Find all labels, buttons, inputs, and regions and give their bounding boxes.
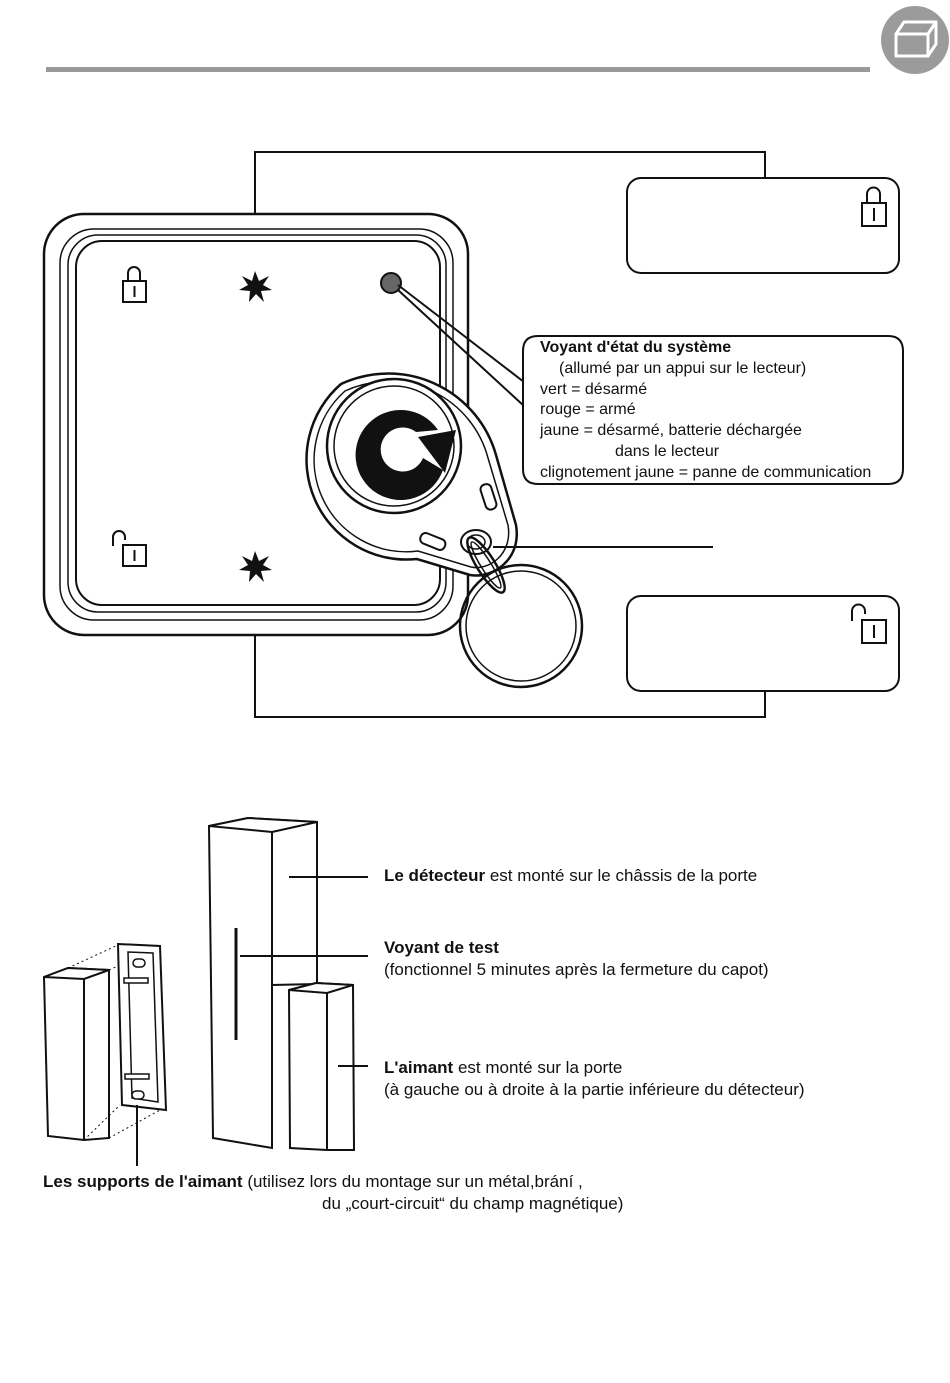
padlock-locked-icon <box>861 186 887 227</box>
status-led-line-yellow-cont: dans le lecteur <box>615 443 720 460</box>
status-led-line-red: rouge = armé <box>540 401 636 418</box>
brand-logo-icon <box>355 409 456 500</box>
disarm-touch-star-icon <box>239 551 272 582</box>
disarmed-state-box <box>626 595 900 692</box>
magnet-bracket <box>116 942 168 1112</box>
padlock-locked-icon <box>122 266 147 303</box>
header-rule <box>46 67 870 72</box>
magnet-caption-desc: (à gauche ou à droite à la partie inféri… <box>384 1080 805 1099</box>
led-pointer-upper <box>397 284 525 383</box>
padlock-unlocked-icon <box>112 530 147 567</box>
armed-state-box <box>626 177 900 274</box>
arm-touch-star-icon <box>239 271 272 302</box>
status-led-line-blinking: clignotement jaune = panne de communicat… <box>540 464 872 481</box>
status-led <box>380 272 402 294</box>
status-led-line-yellow: jaune = désarmé, batterie déchargée <box>540 422 802 439</box>
magnet-caption: L'aimant est monté sur la porte <box>384 1058 623 1077</box>
status-led-line-green: vert = désarmé <box>540 381 648 398</box>
key-ring <box>458 536 584 689</box>
test-led-caption-desc: (fonctionnel 5 minutes après la fermetur… <box>384 960 769 979</box>
led-pointer-lower <box>397 289 525 407</box>
leader-disarm <box>254 566 766 718</box>
test-led-caption-title: Voyant de test <box>384 938 499 957</box>
status-led-callout <box>522 335 904 485</box>
detector-caption: Le détecteur est monté sur le châssis de… <box>384 866 758 885</box>
padlock-unlocked-icon <box>851 603 887 644</box>
status-led-subtitle: (allumé par un appui sur le lecteur) <box>559 360 807 377</box>
supports-caption: Les supports de l'aimant (utilisez lors … <box>43 1172 583 1191</box>
mounted-magnet <box>287 981 356 1151</box>
supports-caption-desc: du „court-circuit“ du champ magnétique) <box>322 1194 624 1213</box>
loose-magnet <box>42 966 110 1142</box>
door-detector <box>207 816 318 1150</box>
box-icon <box>881 6 949 74</box>
status-led-title: Voyant d'état du système <box>540 339 732 356</box>
